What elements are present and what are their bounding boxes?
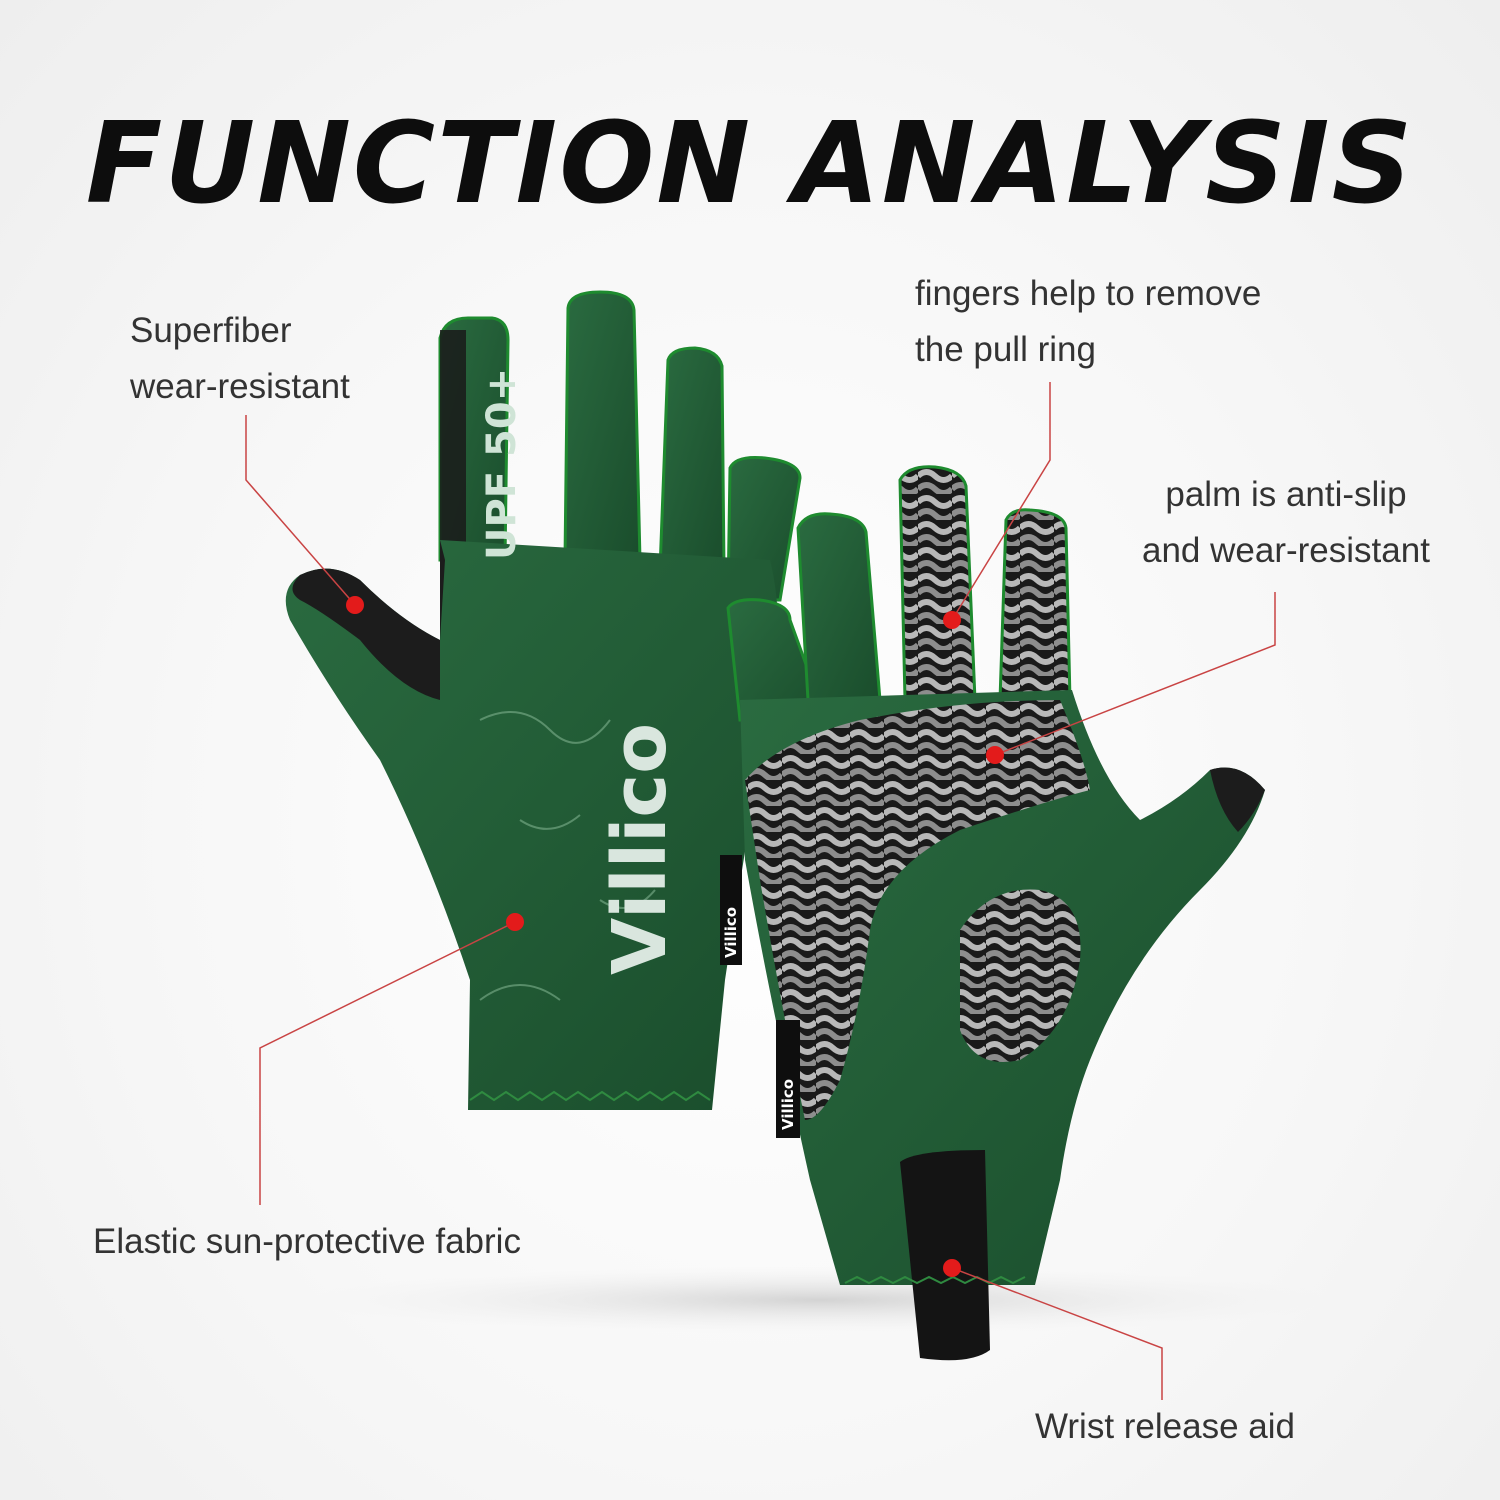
right-pinky-finger [998,508,1072,702]
leader-lines [245,382,1276,1400]
left-thumb-superfiber-patch [292,540,445,700]
upf-rating-mark: UPF 50+ [479,368,525,560]
palm-grip-pattern [745,700,1090,1120]
right-tag-text: Villico [779,1079,797,1130]
right-glove: Villico [726,465,1265,1361]
left-fabric-veins [479,711,656,1001]
fabric-pointer-dot [506,913,524,931]
wrist-pointer-dot [943,1259,961,1277]
right-cuff-stitch [844,1275,1026,1285]
fingers-leader [951,382,1051,621]
superfiber-leader [245,415,356,606]
fingers-callout: fingers help to remove the pull ring [915,266,1261,378]
left-cuff-stitch [469,1090,711,1102]
palm-leader [994,592,1276,756]
wrist-pull-tab [900,1150,990,1361]
heel-grip-pattern [960,889,1081,1062]
palm-callout: palm is anti-slip and wear-resistant [1142,467,1430,579]
page-title: FUNCTION ANALYSIS [85,99,1415,229]
superfiber-pointer-dot [346,596,364,614]
palm-callout-line-1: palm is anti-slip [1165,475,1407,514]
superfiber-callout: Superfiber wear-resistant [130,303,350,415]
left-index-side-panel [440,330,466,570]
wrist-callout: Wrist release aid [1035,1407,1296,1446]
fingers-pointer-dot [943,611,961,629]
palm-callout-line-2: and wear-resistant [1142,531,1430,570]
pointer-dots [346,596,1004,1277]
fabric-leader [259,921,516,1205]
left-brand-tag [720,855,742,965]
right-brand-tag [776,1020,800,1138]
fabric-callout: Elastic sun-protective fabric [93,1222,521,1261]
right-thumb-tip [1210,767,1265,832]
brand-logo-back: Villico [597,723,683,975]
superfiber-callout-line-1: Superfiber [130,311,292,350]
floor-shadow [300,1266,1340,1334]
fingers-callout-line-2: the pull ring [915,330,1096,369]
right-index-finger [726,598,829,722]
left-middle-finger [563,290,642,562]
palm-pointer-dot [986,746,1004,764]
left-ring-finger [658,346,726,572]
superfiber-callout-line-2: wear-resistant [130,367,350,406]
fingers-callout-line-1: fingers help to remove [915,274,1262,313]
right-ring-finger [898,465,977,702]
wrist-leader [951,1267,1163,1400]
left-glove: UPF 50+ Villico Villico [285,290,802,1110]
right-middle-finger [796,512,882,702]
left-tag-text: Villico [722,907,740,958]
